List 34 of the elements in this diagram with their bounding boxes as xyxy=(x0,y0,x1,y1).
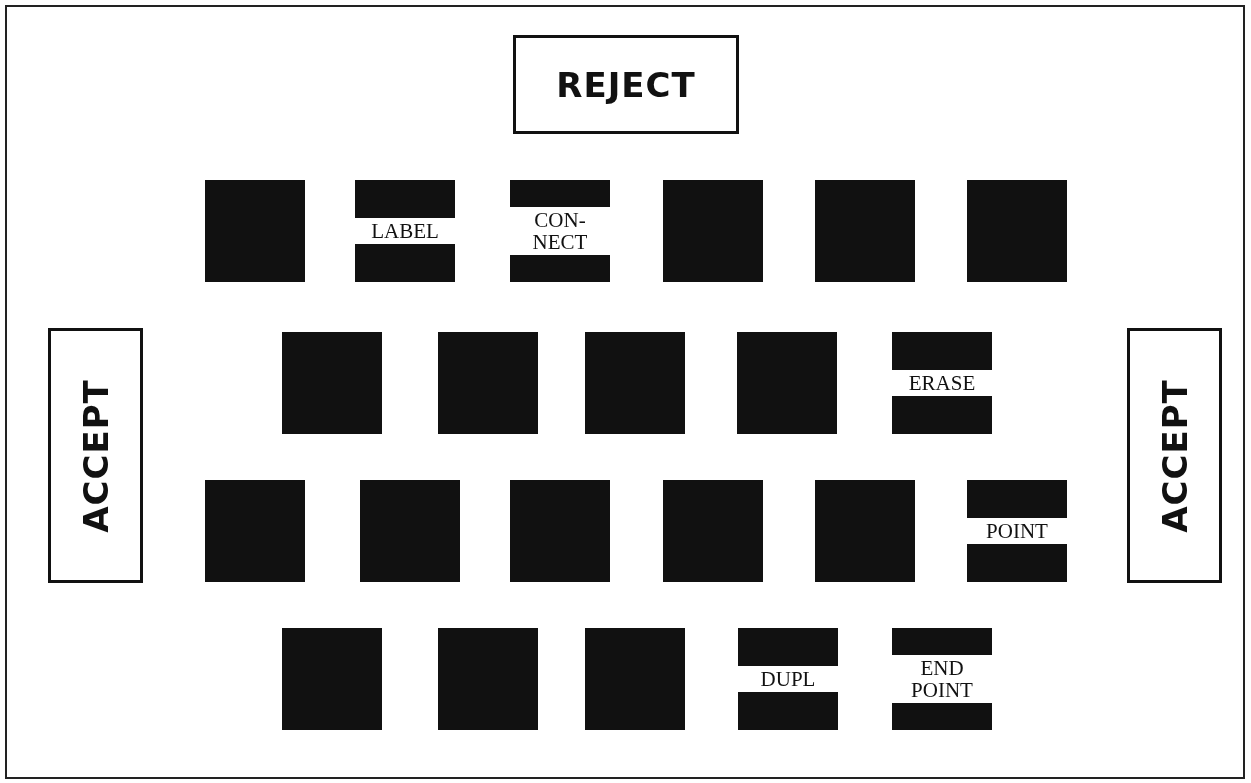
key-label: POINT xyxy=(967,518,1067,544)
blank-key xyxy=(585,332,685,434)
key-label: LABEL xyxy=(355,218,455,244)
blank-key xyxy=(585,628,685,730)
labeled-key xyxy=(738,628,838,730)
blank-key xyxy=(967,180,1067,282)
reject-button xyxy=(513,35,739,134)
blank-key xyxy=(815,480,915,582)
key-label: CON- NECT xyxy=(510,207,610,255)
blank-key xyxy=(815,180,915,282)
blank-key xyxy=(205,180,305,282)
labeled-key xyxy=(510,180,610,282)
blank-key xyxy=(282,332,382,434)
button-label: ACCEPT xyxy=(1154,378,1195,533)
blank-key xyxy=(360,480,460,582)
blank-key xyxy=(663,180,763,282)
button-label: ACCEPT xyxy=(75,378,116,533)
blank-key xyxy=(663,480,763,582)
labeled-key xyxy=(892,332,992,434)
key-label: DUPL xyxy=(738,666,838,692)
accept-button xyxy=(1127,328,1222,583)
labeled-key xyxy=(892,628,992,730)
labeled-key xyxy=(967,480,1067,582)
blank-key xyxy=(438,332,538,434)
accept-button xyxy=(48,328,143,583)
blank-key xyxy=(282,628,382,730)
key-label: END POINT xyxy=(892,655,992,703)
blank-key xyxy=(205,480,305,582)
button-label: REJECT xyxy=(556,64,696,105)
blank-key xyxy=(737,332,837,434)
blank-key xyxy=(510,480,610,582)
labeled-key xyxy=(355,180,455,282)
key-label: ERASE xyxy=(892,370,992,396)
blank-key xyxy=(438,628,538,730)
